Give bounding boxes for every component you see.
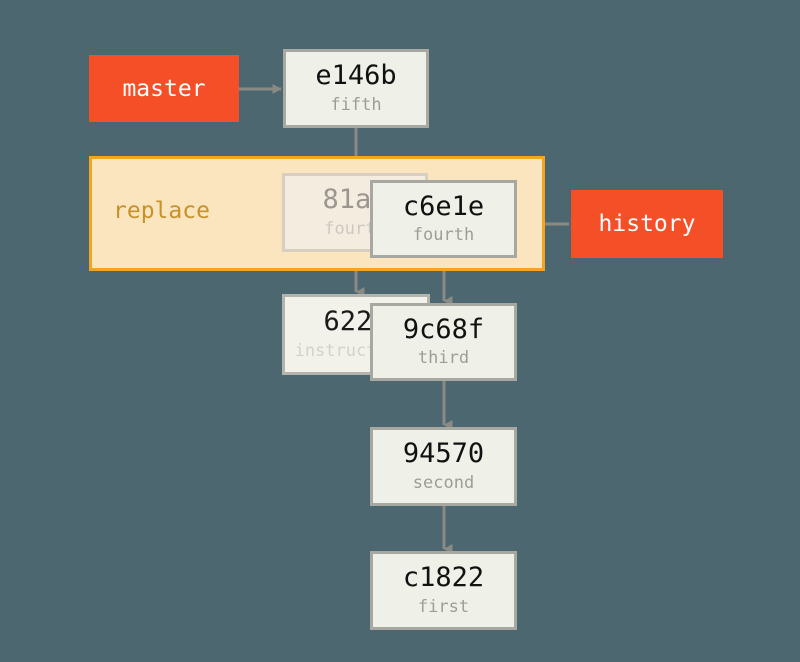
- ref-history-label: history: [598, 211, 696, 237]
- commit-message: first: [417, 596, 470, 617]
- commit-node-94570[interactable]: 94570 second: [370, 427, 517, 506]
- commit-node-c1822[interactable]: c1822 first: [370, 551, 517, 630]
- commit-node-e146b[interactable]: e146b fifth: [283, 49, 429, 128]
- ref-history[interactable]: history: [571, 190, 723, 258]
- commit-sha: c1822: [402, 562, 485, 594]
- commit-sha: 94570: [402, 438, 485, 470]
- commit-message: fifth: [330, 94, 382, 115]
- commit-node-9c68f[interactable]: 9c68f third: [370, 303, 517, 381]
- commit-sha: e146b: [315, 60, 397, 92]
- ref-master-label: master: [122, 75, 206, 102]
- commit-node-c6e1e[interactable]: c6e1e fourth: [370, 180, 517, 258]
- commit-message: fourth: [412, 225, 475, 246]
- replace-group-label: replace: [113, 198, 210, 224]
- commit-message: third: [417, 348, 470, 369]
- commit-sha: 9c68f: [402, 313, 485, 345]
- commit-message: second: [412, 472, 475, 493]
- ref-master[interactable]: master: [89, 55, 239, 122]
- commit-sha: c6e1e: [402, 190, 485, 222]
